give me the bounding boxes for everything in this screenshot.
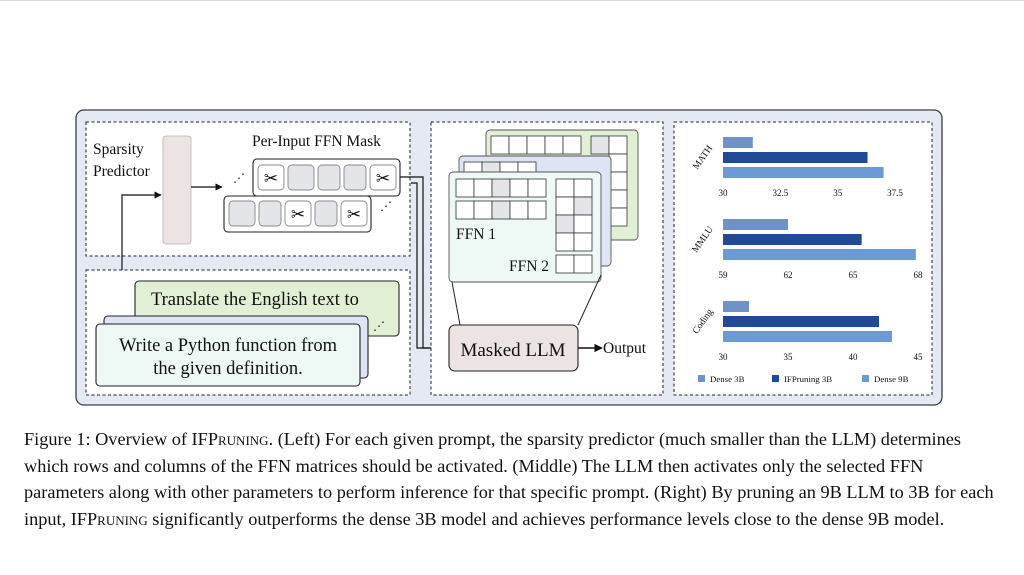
caption-method-name: Pruning [86, 508, 148, 529]
bar-mmlu-1 [723, 234, 862, 245]
ellipsis: ⋰ [233, 171, 245, 185]
prompt-text-back: Translate the English text to [151, 290, 359, 310]
scissors-icon: ✂ [347, 205, 361, 224]
ellipsis: ⋰ [380, 199, 392, 213]
tick-label: 35 [833, 188, 843, 198]
tick-label: 62 [784, 270, 793, 280]
masked-llm-label: Masked LLM [460, 340, 565, 361]
bar-coding-2 [723, 331, 892, 342]
legend-swatch-0 [698, 375, 705, 382]
scissors-icon: ✂ [376, 169, 390, 188]
ffn-to-llm-line [577, 274, 602, 326]
ffn1-label: FFN 1 [456, 226, 496, 243]
bar-math-2 [723, 167, 884, 178]
prompt-to-predictor-arrow [121, 191, 162, 270]
tick-label: 30 [719, 352, 729, 362]
predictor-label-line2: Predictor [93, 163, 151, 180]
bar-math-0 [723, 137, 753, 148]
legend-label-1: IFPruning 3B [784, 374, 832, 384]
bar-mmlu-0 [723, 219, 788, 230]
caption-figure-label: Figure 1: [24, 429, 91, 449]
prompt-text-front-line1: Write a Python function from [119, 336, 338, 356]
scissors-icon: ✂ [264, 169, 278, 188]
bar-math-1 [723, 152, 868, 163]
caption-intro: Overview of IF [95, 429, 208, 449]
tick-label: 59 [719, 270, 729, 280]
tick-label: 37.5 [887, 188, 903, 198]
predictor-label-line1: Sparsity [93, 141, 144, 158]
tick-label: 30 [719, 188, 729, 198]
bar-coding-1 [723, 316, 879, 327]
tick-label: 40 [849, 352, 859, 362]
mask-row-front: ✂ ✂ [252, 158, 401, 197]
ellipsis: ⋰ [373, 319, 385, 333]
tick-label: 68 [914, 270, 924, 280]
top-divider [0, 0, 1024, 1]
legend-swatch-2 [862, 375, 869, 382]
prompt-card-front [95, 323, 361, 387]
tick-label: 45 [914, 352, 924, 362]
tick-label: 32.5 [772, 188, 788, 198]
ffn-to-llm-line [451, 281, 461, 326]
legend-swatch-1 [772, 375, 779, 382]
bar-mmlu-2 [723, 249, 916, 260]
mask-row-back: ✂ ✂ [223, 195, 372, 233]
caption-body: . (Left) For each given prompt, the spar… [24, 429, 994, 529]
legend-label-2: Dense 9B [874, 374, 909, 384]
caption-method-name: Pruning [207, 429, 269, 449]
caption-body-end: significantly outperforms the dense 3B m… [147, 508, 945, 529]
ffn-matrix-stack [448, 129, 639, 283]
bar-coding-0 [723, 301, 749, 312]
legend-label-0: Dense 3B [710, 374, 745, 384]
ffn2-label: FFN 2 [509, 258, 549, 275]
mask-label: Per-Input FFN Mask [252, 133, 381, 150]
scissors-icon: ✂ [291, 205, 305, 224]
output-label: Output [603, 340, 647, 357]
sparsity-predictor-block [162, 135, 192, 245]
tick-label: 65 [849, 270, 859, 280]
prompt-text-front-line2: the given definition. [153, 359, 303, 379]
overview-figure: Sparsity Predictor Per-Input FFN Mask ✂ … [75, 109, 943, 406]
figure-caption: Figure 1: Overview of IFPruning. (Left) … [24, 426, 1000, 532]
tick-label: 35 [784, 352, 794, 362]
